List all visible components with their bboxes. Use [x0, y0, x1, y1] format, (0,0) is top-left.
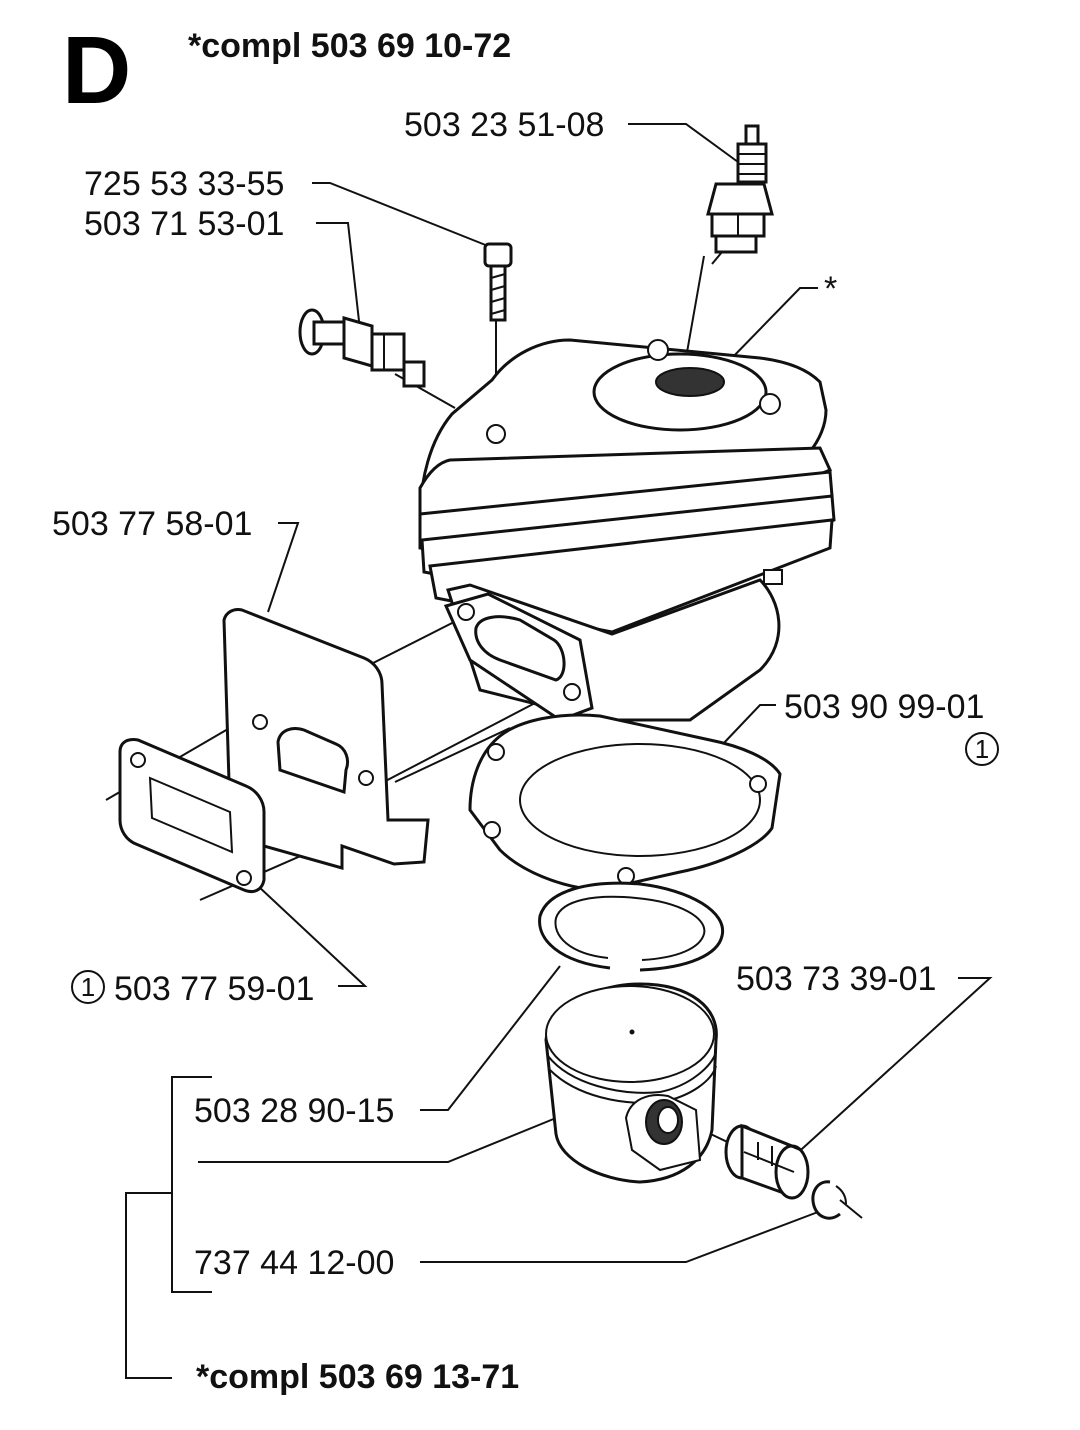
label-muffler-gasket: 503 77 59-01 — [114, 970, 314, 1008]
section-letter: D — [62, 17, 131, 124]
kit-top-label: *compl 503 69 10-72 — [188, 27, 511, 65]
heat-shield-part — [222, 608, 430, 870]
part-labels: 503 23 51-08 725 53 33-55 503 71 53-01 *… — [52, 106, 984, 1282]
piston-ring-part — [538, 881, 725, 972]
label-screw: 725 53 33-55 — [84, 165, 284, 203]
ref-marker-muffler-gasket: 1 — [71, 970, 105, 1004]
spark-plug-part — [706, 124, 774, 265]
label-spark-plug: 503 23 51-08 — [404, 106, 604, 144]
label-decompression-valve: 503 71 53-01 — [84, 205, 284, 243]
label-cylinder-asterisk: * — [824, 270, 837, 308]
screw-part — [483, 242, 513, 322]
label-needle-bearing: 503 73 39-01 — [736, 960, 936, 998]
needle-bearing-part — [724, 1123, 810, 1200]
piston-part — [544, 982, 718, 1184]
cylinder-gasket-part — [468, 713, 782, 892]
muffler-gasket-part — [118, 738, 266, 894]
ref-marker-muffler-gasket-number: 1 — [81, 972, 95, 1002]
label-cylinder-gasket: 503 90 99-01 — [784, 688, 984, 726]
label-piston-ring: 503 28 90-15 — [194, 1092, 394, 1130]
ref-marker-gasket: 1 — [965, 732, 999, 766]
decompression-valve-part — [298, 308, 426, 388]
label-heat-shield: 503 77 58-01 — [52, 505, 252, 543]
ref-marker-gasket-number: 1 — [975, 734, 989, 764]
kit-bottom-label: *compl 503 69 13-71 — [196, 1358, 519, 1396]
circlip-part — [811, 1180, 847, 1220]
cylinder-part — [418, 338, 836, 722]
label-circlip: 737 44 12-00 — [194, 1244, 394, 1282]
